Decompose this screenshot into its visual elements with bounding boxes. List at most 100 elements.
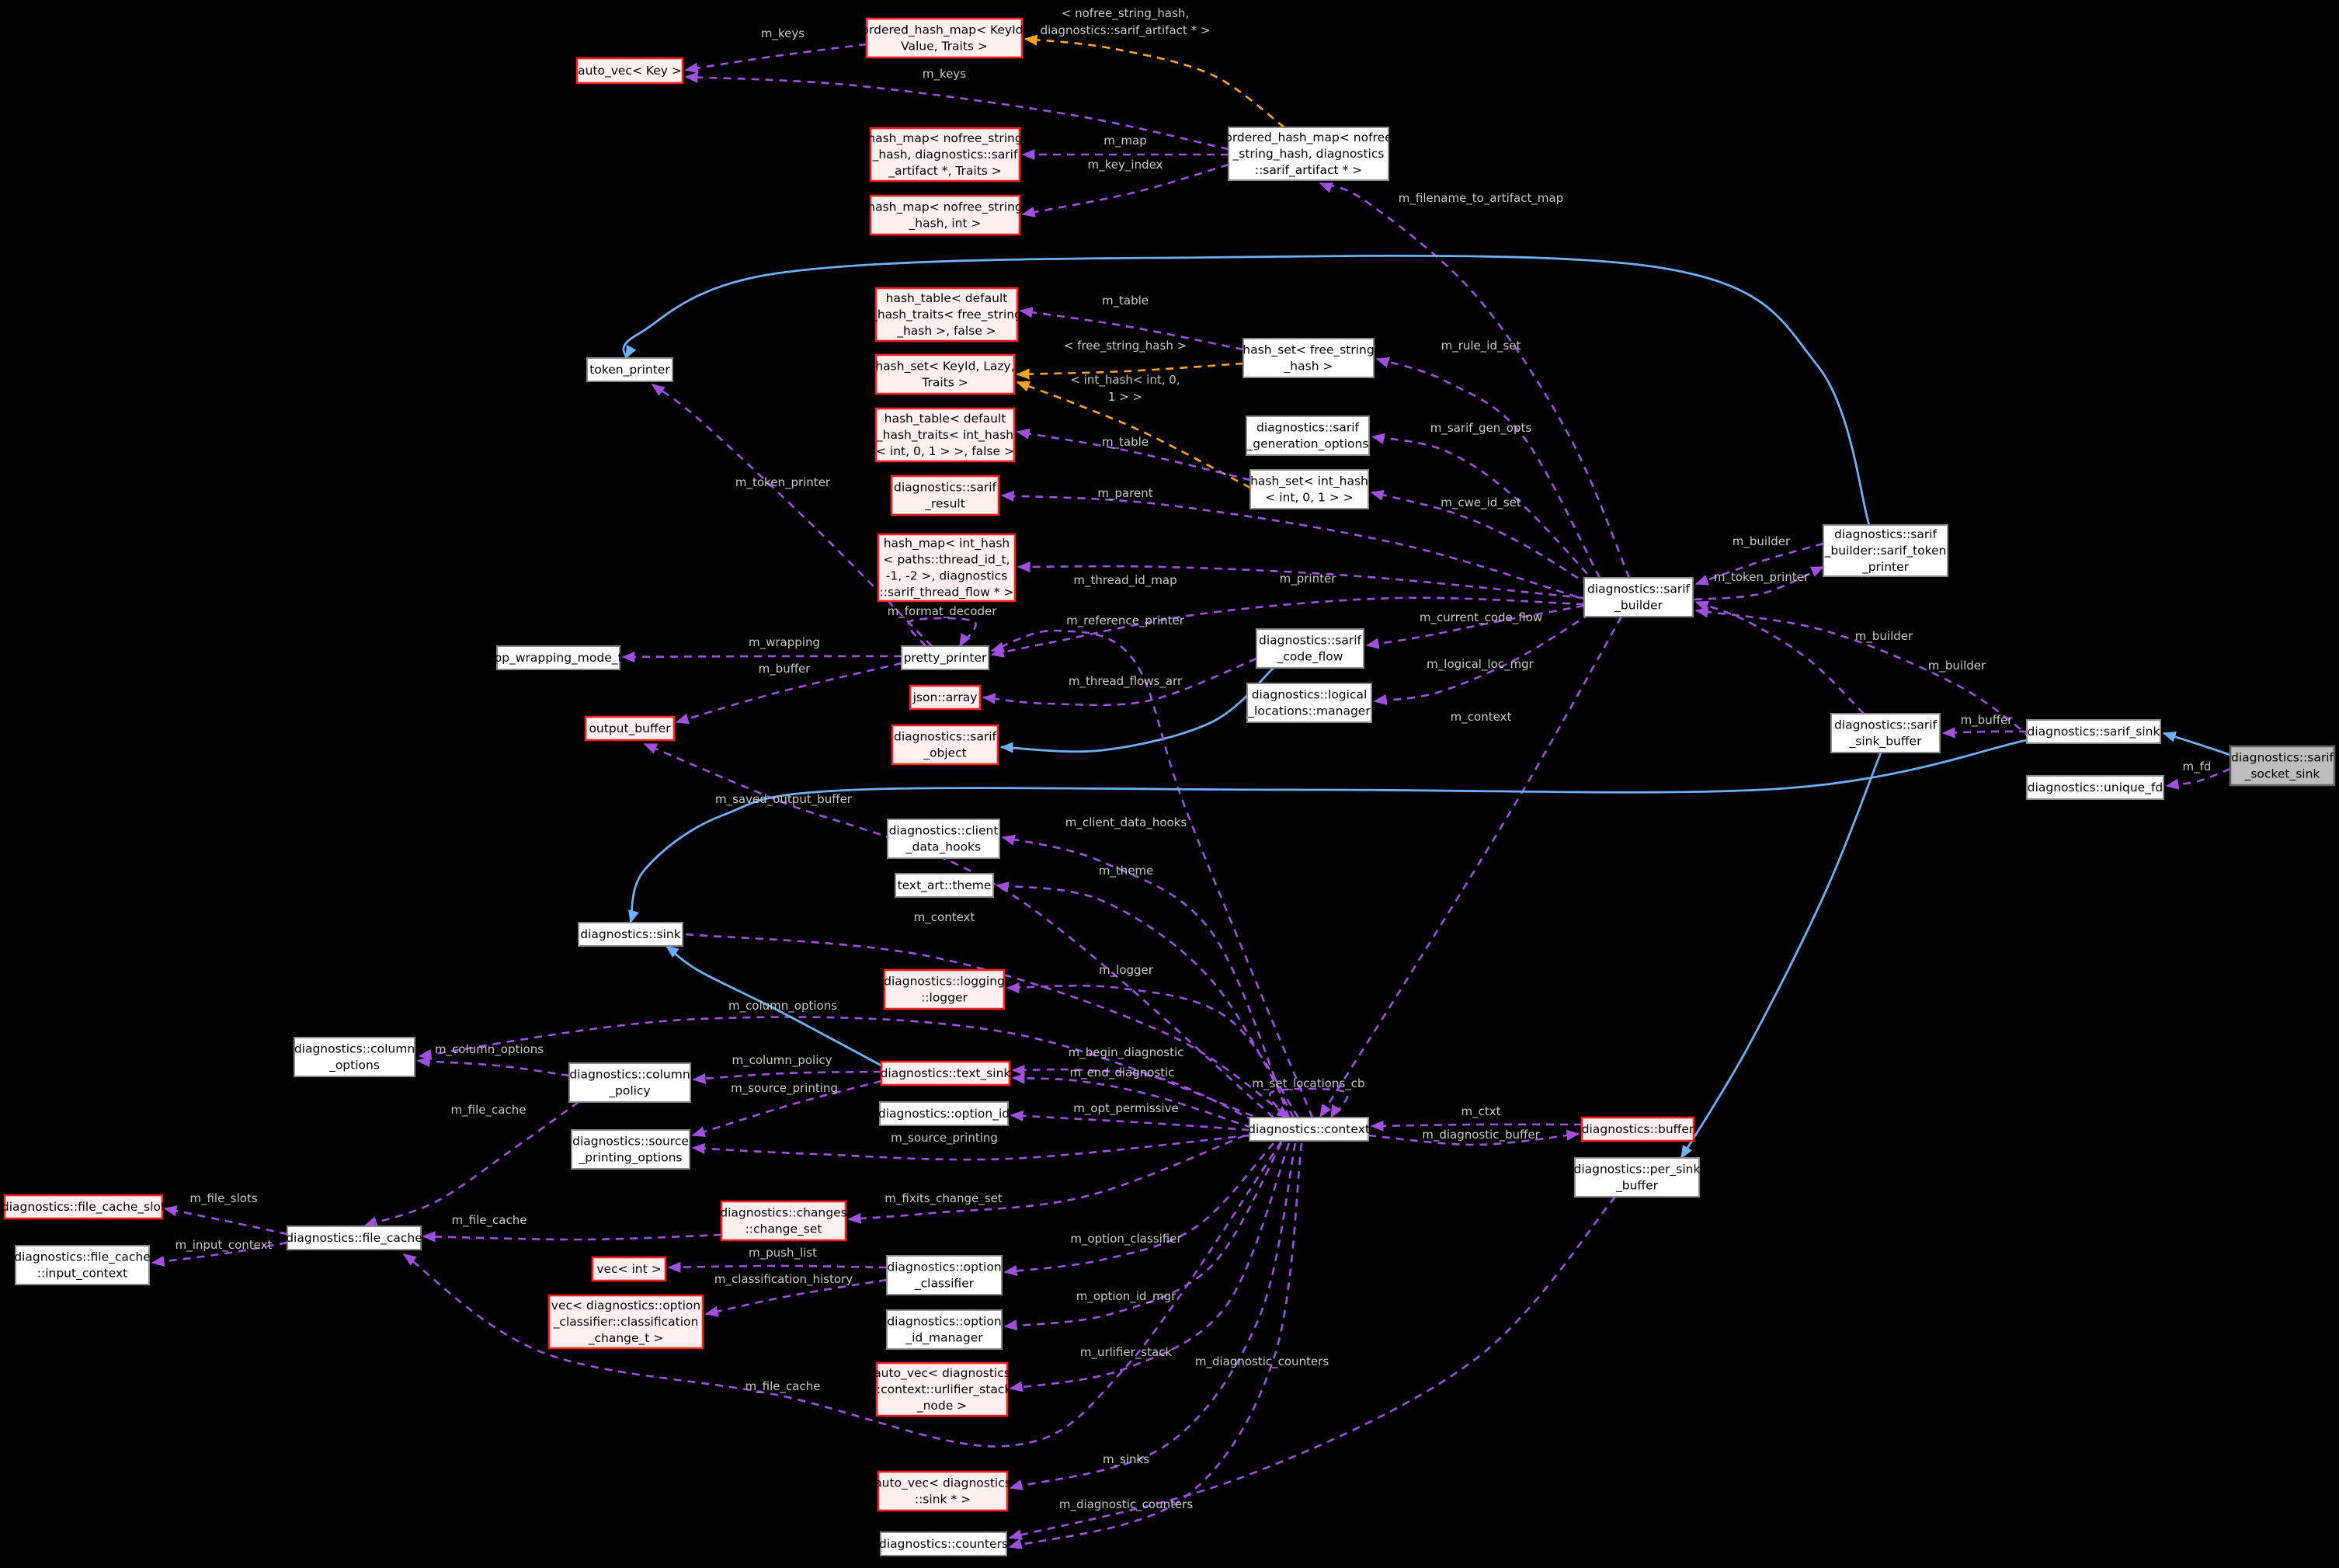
- node-counters[interactable]: diagnostics::counters: [879, 1531, 1008, 1556]
- node-logger[interactable]: diagnostics::logging::logger: [883, 968, 1006, 1010]
- node-box-unique-fd[interactable]: [2026, 775, 2164, 800]
- node-box-hash-set-int-hash[interactable]: [1249, 469, 1369, 509]
- node-box-output-buffer[interactable]: [584, 715, 676, 742]
- node-sinks-vec[interactable]: auto_vec< diagnostics::sink * >: [874, 1470, 1011, 1512]
- node-sarif-socket-sink[interactable]: diagnostics::sarif_socket_sink: [2229, 745, 2336, 787]
- node-box-sarif-builder[interactable]: [1583, 577, 1694, 617]
- node-box-option-classifier[interactable]: [886, 1255, 1003, 1295]
- node-box-per-sink-buffer[interactable]: [1574, 1157, 1700, 1198]
- node-box-sarif-generation-options[interactable]: [1246, 415, 1370, 456]
- node-hash-map-nofree-int[interactable]: hash_map< nofree_string_hash, int >: [867, 194, 1023, 236]
- node-vec-classification[interactable]: vec< diagnostics::option_classifier::cla…: [547, 1294, 704, 1350]
- node-box-auto-vec-key[interactable]: [575, 57, 684, 85]
- node-unique-fd[interactable]: diagnostics::unique_fd: [2026, 775, 2164, 800]
- node-box-sarif-object[interactable]: [891, 724, 999, 766]
- node-box-sarif-code-flow[interactable]: [1256, 628, 1364, 669]
- node-box-file-cache[interactable]: [287, 1226, 422, 1250]
- node-output-buffer[interactable]: output_buffer: [584, 715, 676, 742]
- node-sarif-object[interactable]: diagnostics::sarif_object: [891, 724, 999, 766]
- node-column-policy[interactable]: diagnostics::column_policy: [568, 1062, 691, 1103]
- node-option-classifier[interactable]: diagnostics::option_classifier: [886, 1255, 1003, 1295]
- node-change-set[interactable]: diagnostics::changes::change_set: [720, 1200, 847, 1242]
- node-token-printer[interactable]: token_printer: [586, 357, 673, 382]
- node-box-theme[interactable]: [895, 873, 994, 898]
- node-box-hash-table-int-hash[interactable]: [874, 407, 1016, 463]
- node-box-column-policy[interactable]: [568, 1062, 691, 1103]
- node-sarif-token-printer[interactable]: diagnostics::sarif_builder::sarif_token_…: [1823, 524, 1948, 577]
- node-box-ordered-hash-map-nofree[interactable]: [1228, 127, 1389, 181]
- node-sarif-builder[interactable]: diagnostics::sarif_builder: [1583, 577, 1694, 617]
- node-box-logical-manager[interactable]: [1246, 683, 1372, 723]
- node-option-id[interactable]: diagnostics::option_id: [878, 1101, 1010, 1126]
- node-box-hash-map-nofree-traits[interactable]: [869, 127, 1021, 183]
- node-box-text-sink[interactable]: [880, 1060, 1011, 1086]
- node-box-ordered-hash-map-keyid[interactable]: [865, 17, 1024, 59]
- node-source-printing-options[interactable]: diagnostics::source_printing_options: [571, 1129, 690, 1170]
- node-per-sink-buffer[interactable]: diagnostics::per_sink_buffer: [1574, 1157, 1701, 1198]
- node-box-option-id[interactable]: [879, 1101, 1009, 1126]
- node-sarif-sink-buffer[interactable]: diagnostics::sarif_sink_buffer: [1830, 713, 1941, 753]
- node-hash-map-nofree-traits[interactable]: hash_map< nofree_string_hash, diagnostic…: [867, 127, 1023, 183]
- node-box-input-context[interactable]: [15, 1245, 150, 1285]
- node-box-sarif-sink[interactable]: [2026, 719, 2161, 744]
- node-text-sink[interactable]: diagnostics::text_sink: [880, 1060, 1011, 1086]
- node-box-source-printing-options[interactable]: [571, 1129, 690, 1170]
- node-hash-set-int-hash[interactable]: hash_set< int_hash< int, 0, 1 > >: [1249, 469, 1369, 509]
- node-column-options[interactable]: diagnostics::column_options: [294, 1037, 415, 1077]
- node-box-token-printer[interactable]: [586, 357, 673, 382]
- node-hash-set-keyid[interactable]: hash_set< KeyId, Lazy,Traits >: [874, 353, 1016, 395]
- node-json-array[interactable]: json::array: [909, 684, 982, 711]
- node-box-buffer[interactable]: [1580, 1116, 1695, 1142]
- node-box-change-set[interactable]: [720, 1200, 847, 1242]
- node-box-sarif-token-printer[interactable]: [1823, 524, 1948, 577]
- node-sarif-code-flow[interactable]: diagnostics::sarif_code_flow: [1256, 628, 1364, 669]
- node-box-urlifier-vec[interactable]: [875, 1361, 1009, 1417]
- node-sink[interactable]: diagnostics::sink: [578, 922, 683, 947]
- node-box-sarif-socket-sink[interactable]: [2229, 745, 2336, 787]
- node-box-sarif-sink-buffer[interactable]: [1830, 713, 1941, 753]
- node-pretty-printer[interactable]: pretty_printer: [901, 645, 989, 670]
- node-file-cache-slot[interactable]: diagnostics::file_cache_slot: [2, 1194, 165, 1220]
- node-box-column-options[interactable]: [294, 1037, 415, 1077]
- node-box-json-array[interactable]: [909, 684, 982, 711]
- node-file-cache[interactable]: diagnostics::file_cache: [286, 1226, 422, 1250]
- node-sarif-sink[interactable]: diagnostics::sarif_sink: [2026, 719, 2161, 744]
- node-box-vec-classification[interactable]: [547, 1294, 704, 1350]
- node-client-data-hooks[interactable]: diagnostics::client_data_hooks: [887, 819, 1000, 859]
- node-box-option-id-manager[interactable]: [886, 1309, 1003, 1350]
- node-ordered-hash-map-nofree[interactable]: ordered_hash_map< nofree_string_hash, di…: [1225, 127, 1392, 181]
- node-box-vec-int[interactable]: [591, 1256, 667, 1282]
- node-box-hash-map-nofree-int[interactable]: [869, 194, 1021, 236]
- node-box-logger[interactable]: [883, 968, 1006, 1010]
- node-box-client-data-hooks[interactable]: [887, 819, 1000, 859]
- node-urlifier-vec[interactable]: auto_vec< diagnostics::context::urlifier…: [873, 1361, 1012, 1417]
- node-box-context[interactable]: [1249, 1117, 1369, 1142]
- node-hash-map-thread-id[interactable]: hash_map< int_hash< paths::thread_id_t,-…: [877, 533, 1017, 603]
- node-pp-wrapping-mode[interactable]: pp_wrapping_mode_t: [494, 645, 623, 670]
- node-ordered-hash-map-keyid[interactable]: ordered_hash_map< KeyId,Value, Traits >: [862, 17, 1027, 59]
- node-logical-manager[interactable]: diagnostics::logical_locations::manager: [1246, 683, 1372, 723]
- node-buffer[interactable]: diagnostics::buffer: [1580, 1116, 1695, 1142]
- node-box-sinks-vec[interactable]: [877, 1470, 1009, 1512]
- node-box-hash-map-thread-id[interactable]: [877, 533, 1017, 603]
- node-theme[interactable]: text_art::theme: [895, 873, 994, 898]
- node-option-id-manager[interactable]: diagnostics::option_id_manager: [886, 1309, 1003, 1350]
- node-box-hash-table-free-string[interactable]: [874, 287, 1019, 342]
- node-box-pretty-printer[interactable]: [901, 645, 989, 670]
- node-box-hash-set-free-string[interactable]: [1242, 338, 1375, 378]
- node-sarif-generation-options[interactable]: diagnostics::sarif_generation_options: [1246, 415, 1370, 456]
- node-input-context[interactable]: diagnostics::file_cache::input_context: [14, 1245, 151, 1285]
- node-box-counters[interactable]: [880, 1531, 1007, 1556]
- node-box-file-cache-slot[interactable]: [3, 1194, 164, 1220]
- node-hash-table-int-hash[interactable]: hash_table< default_hash_traits< int_has…: [874, 407, 1016, 463]
- node-box-sink[interactable]: [578, 922, 683, 947]
- node-context[interactable]: diagnostics::context: [1248, 1117, 1370, 1142]
- node-auto-vec-key[interactable]: auto_vec< Key >: [575, 57, 684, 85]
- node-hash-set-free-string[interactable]: hash_set< free_string_hash >: [1242, 338, 1375, 378]
- node-hash-table-free-string[interactable]: hash_table< default_hash_traits< free_st…: [871, 287, 1022, 342]
- node-box-sarif-result[interactable]: [890, 475, 1000, 516]
- node-vec-int[interactable]: vec< int >: [591, 1256, 667, 1282]
- node-box-hash-set-keyid[interactable]: [874, 353, 1016, 395]
- node-sarif-result[interactable]: diagnostics::sarif_result: [890, 475, 1000, 516]
- node-box-pp-wrapping-mode[interactable]: [496, 645, 620, 670]
